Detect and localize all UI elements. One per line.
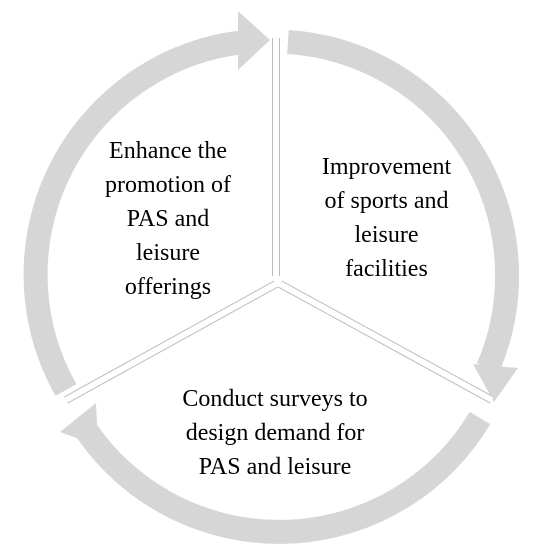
segment-label-line: offerings <box>124 274 212 300</box>
segment-label-line: PAS and <box>126 206 210 232</box>
segment-label-line: Improvement <box>321 154 452 180</box>
segment-label-facilities: Improvement of sports and leisure facili… <box>294 150 479 286</box>
segment-label-line: design demand for <box>185 420 365 446</box>
segment-label-line: promotion of <box>105 172 231 198</box>
segment-label-line: Enhance the <box>109 138 227 164</box>
segment-label-line: of sports and <box>324 188 449 214</box>
segment-label-line: leisure <box>136 240 200 266</box>
divider-left-inner <box>64 281 278 403</box>
cycle-arrow-right <box>287 30 520 373</box>
cycle-arrow-left <box>23 30 246 396</box>
segment-label-line: Conduct surveys to <box>182 386 368 412</box>
segment-label-promotion: Enhance the promotion of PAS and leisure… <box>88 134 248 304</box>
segment-label-line: facilities <box>345 256 428 282</box>
segment-label-surveys: Conduct surveys to design demand for PAS… <box>145 382 405 484</box>
segment-label-line: PAS and leisure <box>198 454 352 480</box>
divider-right-inner <box>278 281 494 403</box>
cycle-arrowhead-left <box>60 403 98 446</box>
cycle-arrowhead-right <box>473 364 518 402</box>
cycle-arrowhead-top <box>238 11 270 70</box>
cycle-arrow-bottom <box>76 411 491 544</box>
segment-label-line: leisure <box>354 222 419 248</box>
